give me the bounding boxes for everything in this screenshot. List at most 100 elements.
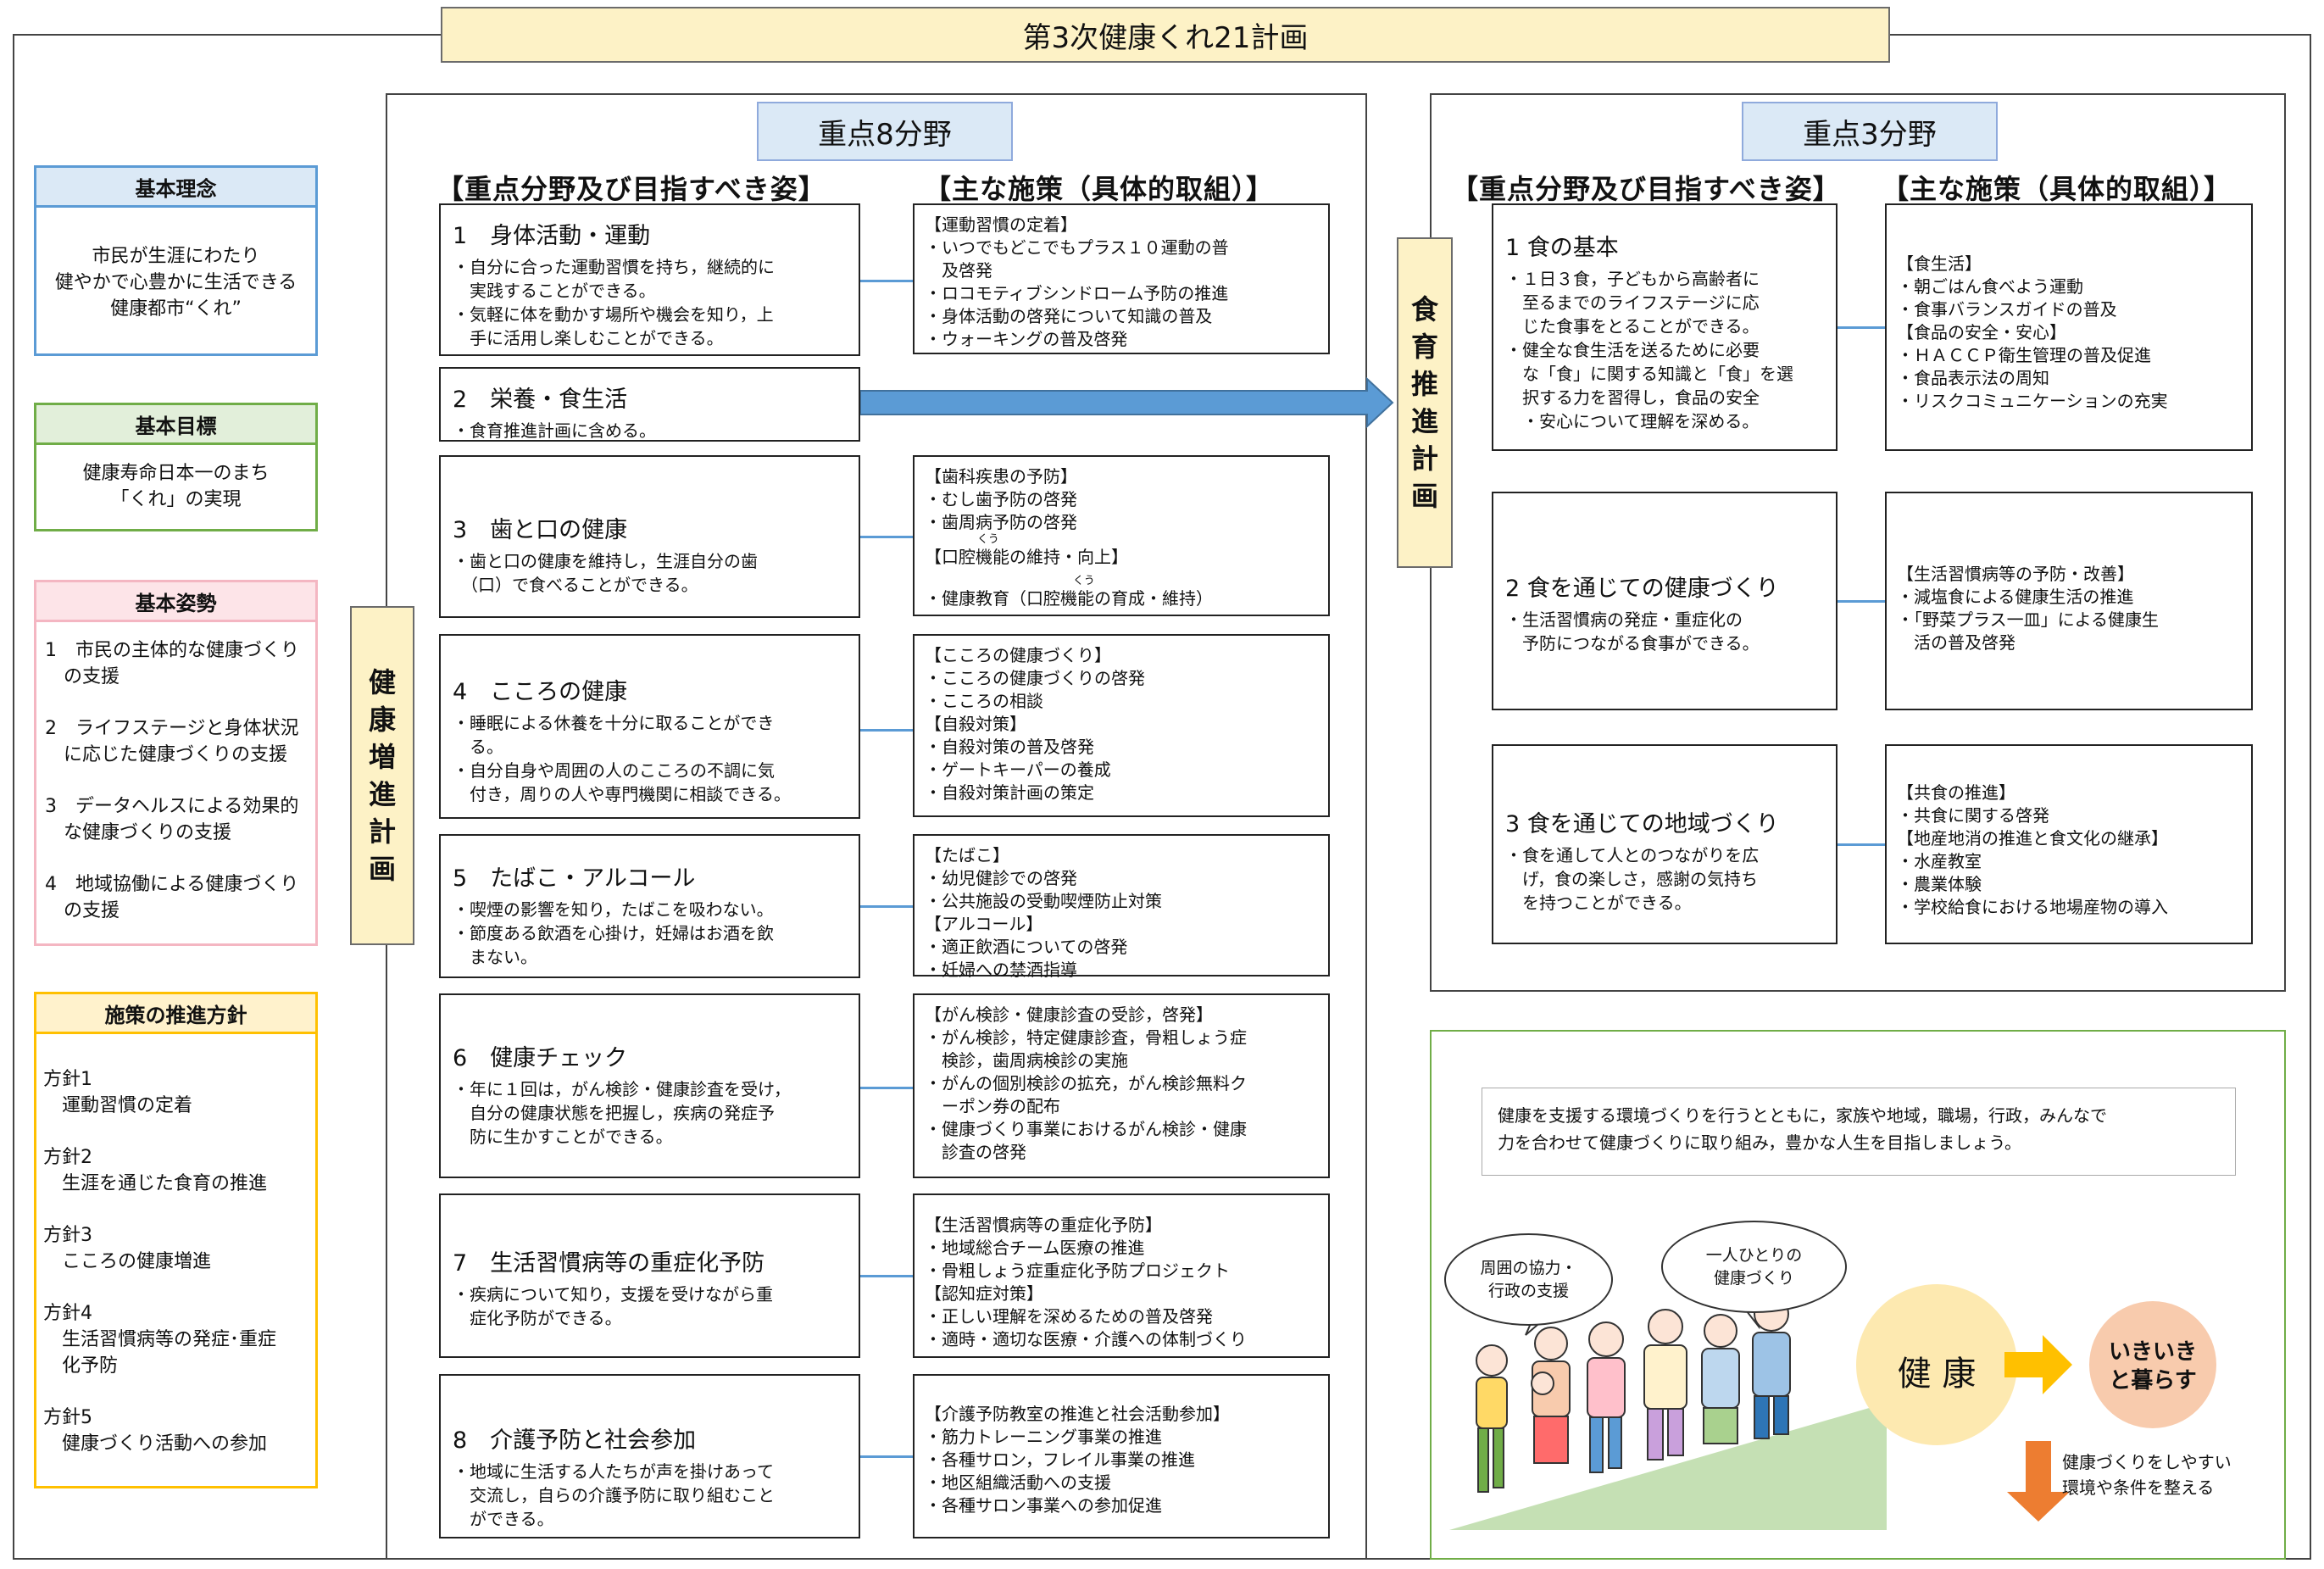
health-area-1: 1 身体活動・運動 ・自分に合った運動習慣を持ち，継続的に 実践することができる… xyxy=(439,203,860,356)
stance-line: 3 データヘルスによる効果的 xyxy=(45,796,299,817)
goal-line: 健康寿命日本一のまち xyxy=(82,463,270,484)
main-title: 第3次健康くれ21計画 xyxy=(441,7,1890,63)
measure-line: ・食事バランスガイドの普及 xyxy=(1897,299,2117,320)
environment-line: 健康づくりをしやすい xyxy=(2062,1452,2232,1472)
measure-line: ・各種サロン事業への参加促進 xyxy=(925,1495,1162,1516)
stance-line: 2 ライフステージと身体状況 xyxy=(45,718,299,739)
measure-line: 【共食の推進】 xyxy=(1897,782,2015,803)
area-line: ・喫煙の影響を知り，たばこを吸わない。 xyxy=(453,899,774,920)
measure-line: 【自殺対策】 xyxy=(925,714,1026,734)
measure-line: 【食品の安全・安心】 xyxy=(1897,322,2066,342)
policy-item: 方針2 生涯を通じた食育の推進 xyxy=(43,1144,315,1197)
family-illustration xyxy=(1476,1296,1791,1493)
measure-line: 検診，歯周病検診の実施 xyxy=(925,1050,1128,1071)
bubble-self: 一人ひとりの 健康づくり xyxy=(1661,1221,1847,1313)
area-title: 5 たばこ・アルコール xyxy=(453,865,696,892)
connector-line xyxy=(1838,326,1885,329)
goal-line: 「くれ」の実現 xyxy=(110,489,242,510)
person-figure xyxy=(1587,1321,1626,1473)
goal-text: 健康寿命日本一のまち 「くれ」の実現 xyxy=(36,460,315,513)
vertical-char: 進 xyxy=(368,778,396,810)
measure-line: ・水産教室 xyxy=(1897,851,1982,871)
measure-line: ・自殺対策計画の策定 xyxy=(925,782,1094,803)
health-area-5: 5 たばこ・アルコール ・喫煙の影響を知り，たばこを吸わない。 ・節度ある飲酒を… xyxy=(439,834,860,978)
health-measures-5: 【たばこ】 ・幼児健診での啓発 ・公共施設の受動喫煙防止対策 【アルコール】 ・… xyxy=(913,834,1330,980)
measure-line: 診査の啓発 xyxy=(925,1142,1026,1162)
vertical-char: 健 xyxy=(368,666,396,698)
food-measures-3: 【共食の推進】 ・共食に関する啓発 【地産地消の推進と食文化の継承】 ・水産教室… xyxy=(1885,744,2253,944)
area-line: じた食事をとることができる。 xyxy=(1505,316,1760,337)
stance-line: の支援 xyxy=(45,900,120,921)
connector-line xyxy=(860,1455,913,1458)
area-line: ・１日３食，子どもから高齢者に xyxy=(1505,269,1760,289)
measure-line: ・健康づくり事業におけるがん検診・健康 xyxy=(925,1119,1247,1139)
area-title: 3 歯と口の健康 xyxy=(453,517,628,543)
food-measures-1: 【食生活】 ・朝ごはん食べよう運動 ・食事バランスガイドの普及 【食品の安全・安… xyxy=(1885,203,2253,451)
area-line: 手に活用し楽しむことができる。 xyxy=(453,328,724,348)
stance-line: 4 地域協働による健康づくり xyxy=(45,874,299,895)
policy-line: 方針5 xyxy=(43,1407,92,1428)
area-line: ・自分に合った運動習慣を持ち，継続的に xyxy=(453,257,775,277)
policy-line: こころの健康増進 xyxy=(43,1251,212,1272)
health-plan-vertical-label: 健 康 増 進 計 画 xyxy=(350,606,414,945)
vertical-char: 育 xyxy=(1410,331,1438,363)
area-line: 至るまでのライフステージに応 xyxy=(1505,292,1760,313)
measure-line: ・地区組織活動への支援 xyxy=(925,1472,1111,1493)
policy-line: 健康づくり活動への参加 xyxy=(43,1433,268,1455)
bubble-line: 健康づくり xyxy=(1713,1268,1794,1288)
measure-line: 【介護予防教室の推進と社会活動参加】 xyxy=(925,1404,1230,1424)
health-measures-4: 【こころの健康づくり】 ・こころの健康づくりの啓発 ・こころの相談 【自殺対策】… xyxy=(913,634,1330,817)
policy-box: 施策の推進方針 方針1 運動習慣の定着 方針2 生涯を通じた食育の推進 方針3 … xyxy=(34,992,318,1488)
arrow-to-food-plan xyxy=(860,377,1394,428)
stance-item: 2 ライフステージと身体状況 に応じた健康づくりの支援 xyxy=(45,715,315,768)
area-line: まない。 xyxy=(453,947,537,967)
food-col-right-head: 【主な施策（具体的取組）】 xyxy=(1882,173,2232,205)
environment-line: 環境や条件を整える xyxy=(2062,1477,2215,1498)
measure-line: 【生活習慣病等の重症化予防】 xyxy=(925,1215,1162,1235)
vertical-char: 進 xyxy=(1410,405,1438,437)
policy-line: 生涯を通じた食育の推進 xyxy=(43,1173,268,1194)
area-line: な「食」に関する知識と「食」を選 xyxy=(1505,364,1793,384)
bubble-line: 一人ひとりの xyxy=(1705,1245,1803,1265)
connector-line xyxy=(860,536,913,538)
area-line: 症化予防ができる。 xyxy=(453,1308,622,1328)
area-line: ができる。 xyxy=(453,1509,554,1529)
person-figure xyxy=(1643,1309,1687,1461)
measure-line: 【運動習慣の定着】 xyxy=(925,214,1077,235)
stance-line: な健康づくりの支援 xyxy=(45,822,232,843)
area-line: ・健全な食生活を送るために必要 xyxy=(1505,340,1760,360)
area-line: 自分の健康状態を把握し，疾病の発症予 xyxy=(453,1103,775,1123)
vertical-char: 康 xyxy=(368,704,396,736)
policy-line: 化予防 xyxy=(43,1355,119,1377)
area-line: ・食を通して人とのつながりを広 xyxy=(1505,845,1760,865)
stance-list: 1 市民の主体的な健康づくり の支援 2 ライフステージと身体状況 に応じた健康… xyxy=(36,622,315,924)
area-line: ・睡眠による休養を十分に取ることができ xyxy=(453,713,775,733)
measure-line: ・朝ごはん食べよう運動 xyxy=(1897,276,2083,297)
measure-line: ・適正飲酒についての啓発 xyxy=(925,937,1128,957)
measure-line: 【地産地消の推進と食文化の継承】 xyxy=(1897,828,2168,848)
policy-item: 方針4 生活習慣病等の発症･重症 化予防 xyxy=(43,1300,315,1379)
health-measures-8: 【介護予防教室の推進と社会活動参加】 ・筋力トレーニング事業の推進 ・各種サロン… xyxy=(913,1374,1330,1538)
furigana: くう xyxy=(1073,575,1095,587)
furigana: くう xyxy=(977,533,999,546)
measure-line: ・学校給食における地場産物の導入 xyxy=(1897,897,2168,917)
philosophy-box: 基本理念 市民が生涯にわたり 健やかで心豊かに生活できる 健康都市“くれ” xyxy=(34,165,318,356)
measure-line: ・幼児健診での啓発 xyxy=(925,868,1077,888)
connector-line xyxy=(860,1275,913,1277)
policy-item: 方針5 健康づくり活動への参加 xyxy=(43,1405,315,1457)
food-area-1: 1 食の基本 ・１日３食，子どもから高齢者に 至るまでのライフステージに応 じた… xyxy=(1492,203,1838,451)
measure-line: ・各種サロン，フレイル事業の推進 xyxy=(925,1449,1195,1470)
food-area-2: 2 食を通じての健康づくり ・生活習慣病の発症・重症化の 予防につながる食事がで… xyxy=(1492,492,1838,710)
measure-line: 活の普及啓発 xyxy=(1897,632,2015,653)
health-col-left-head: 【重点分野及び目指すべき姿】 xyxy=(436,173,826,205)
area-line: ・年に１回は，がん検診・健康診査を受け， xyxy=(453,1079,791,1099)
person-figure xyxy=(1531,1327,1571,1464)
measure-line: ・歯周病予防の啓発 xyxy=(925,512,1077,532)
philosophy-line: 健やかで心豊かに生活できる xyxy=(54,272,297,293)
area-title: 7 生活習慣病等の重症化予防 xyxy=(453,1250,765,1277)
vertical-char: 推 xyxy=(1410,368,1438,400)
measure-line: ・こころの相談 xyxy=(925,691,1043,711)
area-line: る。 xyxy=(453,737,503,757)
measure-line: ・自殺対策の普及啓発 xyxy=(925,737,1094,757)
goal-box: 基本目標 健康寿命日本一のまち 「くれ」の実現 xyxy=(34,403,318,531)
